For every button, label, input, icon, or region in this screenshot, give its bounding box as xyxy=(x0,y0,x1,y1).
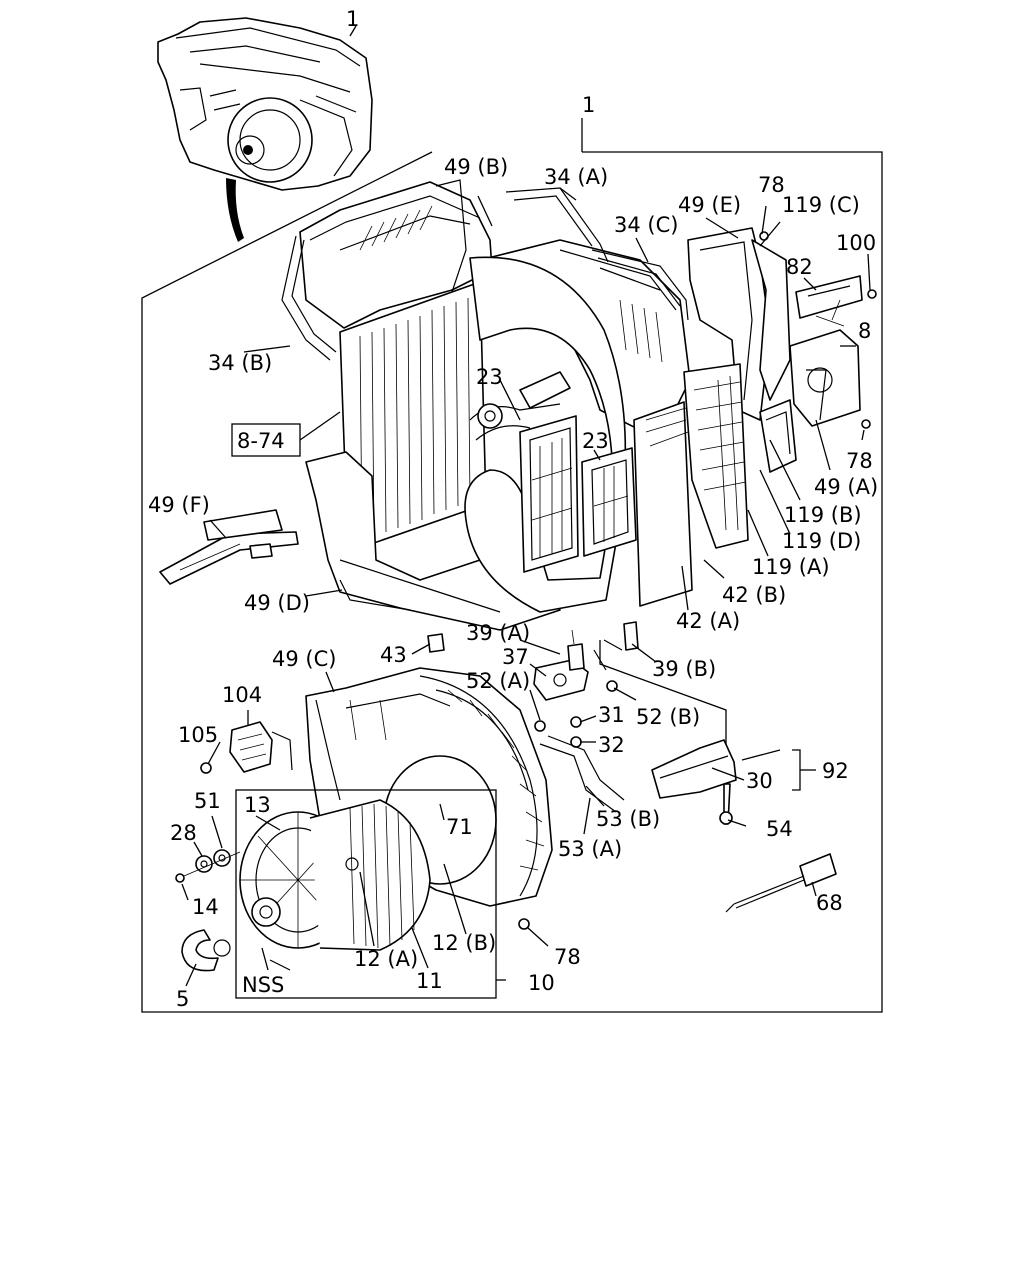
thumbnail-assembly xyxy=(157,17,373,242)
label-8-74: 8-74 xyxy=(237,429,285,453)
label-NSS: NSS xyxy=(242,973,284,997)
link-hardware xyxy=(427,621,727,813)
label-42B: 42 (B) xyxy=(722,583,786,607)
label-1-top: 1 xyxy=(346,7,359,31)
label-37: 37 xyxy=(502,645,529,669)
label-78-c: 78 xyxy=(554,945,581,969)
label-14: 14 xyxy=(192,895,219,919)
label-119D: 119 (D) xyxy=(782,529,861,553)
label-34A: 34 (A) xyxy=(544,165,608,189)
label-11: 11 xyxy=(416,969,443,993)
label-54: 54 xyxy=(766,817,793,841)
label-119C: 119 (C) xyxy=(782,193,860,217)
label-31: 31 xyxy=(598,703,625,727)
label-5: 5 xyxy=(176,987,189,1011)
heater-case xyxy=(281,179,693,631)
label-52A: 52 (A) xyxy=(466,669,530,693)
label-49D: 49 (D) xyxy=(244,591,310,615)
label-39B: 39 (B) xyxy=(652,657,716,681)
label-53A: 53 (A) xyxy=(558,837,622,861)
resistor-104 xyxy=(200,721,293,774)
leader-lines xyxy=(181,187,871,987)
label-71: 71 xyxy=(446,815,473,839)
label-53B: 53 (B) xyxy=(596,807,660,831)
label-28: 28 xyxy=(170,821,197,845)
label-82: 82 xyxy=(786,255,813,279)
actuator-92 xyxy=(651,739,837,913)
label-34C: 34 (C) xyxy=(614,213,678,237)
label-49C: 49 (C) xyxy=(272,647,336,671)
label-10: 10 xyxy=(528,971,555,995)
label-32: 32 xyxy=(598,733,625,757)
label-30: 30 xyxy=(746,769,773,793)
label-119B: 119 (B) xyxy=(784,503,862,527)
label-23-b: 23 xyxy=(582,429,609,453)
label-51: 51 xyxy=(194,789,221,813)
label-39A: 39 (A) xyxy=(466,621,530,645)
callout-labels: 1 1 49 (B) 34 (A) 34 (C) 49 (E) 78 119 (… xyxy=(148,7,878,1011)
ref-box-8-74 xyxy=(231,423,301,457)
label-12A: 12 (A) xyxy=(354,947,418,971)
label-92: 92 xyxy=(822,759,849,783)
air-doors xyxy=(683,227,797,549)
label-119A: 119 (A) xyxy=(752,555,830,579)
link-49F xyxy=(159,509,299,585)
actuator-group xyxy=(759,231,877,429)
label-49B: 49 (B) xyxy=(444,155,508,179)
label-105: 105 xyxy=(178,723,218,747)
label-104: 104 xyxy=(222,683,262,707)
label-8: 8 xyxy=(858,319,871,343)
label-78-a: 78 xyxy=(758,173,785,197)
label-68: 68 xyxy=(816,891,843,915)
label-34B: 34 (B) xyxy=(208,351,272,375)
label-23-a: 23 xyxy=(476,365,503,389)
motor-assembly xyxy=(235,789,497,999)
label-43: 43 xyxy=(380,643,407,667)
label-13: 13 xyxy=(244,793,271,817)
label-100: 100 xyxy=(836,231,876,255)
label-49A: 49 (A) xyxy=(814,475,878,499)
label-49E: 49 (E) xyxy=(678,193,741,217)
label-1-frame: 1 xyxy=(582,93,595,117)
label-52B: 52 (B) xyxy=(636,705,700,729)
label-12B: 12 (B) xyxy=(432,931,496,955)
label-78-b: 78 xyxy=(846,449,873,473)
label-42A: 42 (A) xyxy=(676,609,740,633)
frame-border xyxy=(141,151,883,1013)
hardware-small xyxy=(175,849,241,972)
label-49F: 49 (F) xyxy=(148,493,210,517)
